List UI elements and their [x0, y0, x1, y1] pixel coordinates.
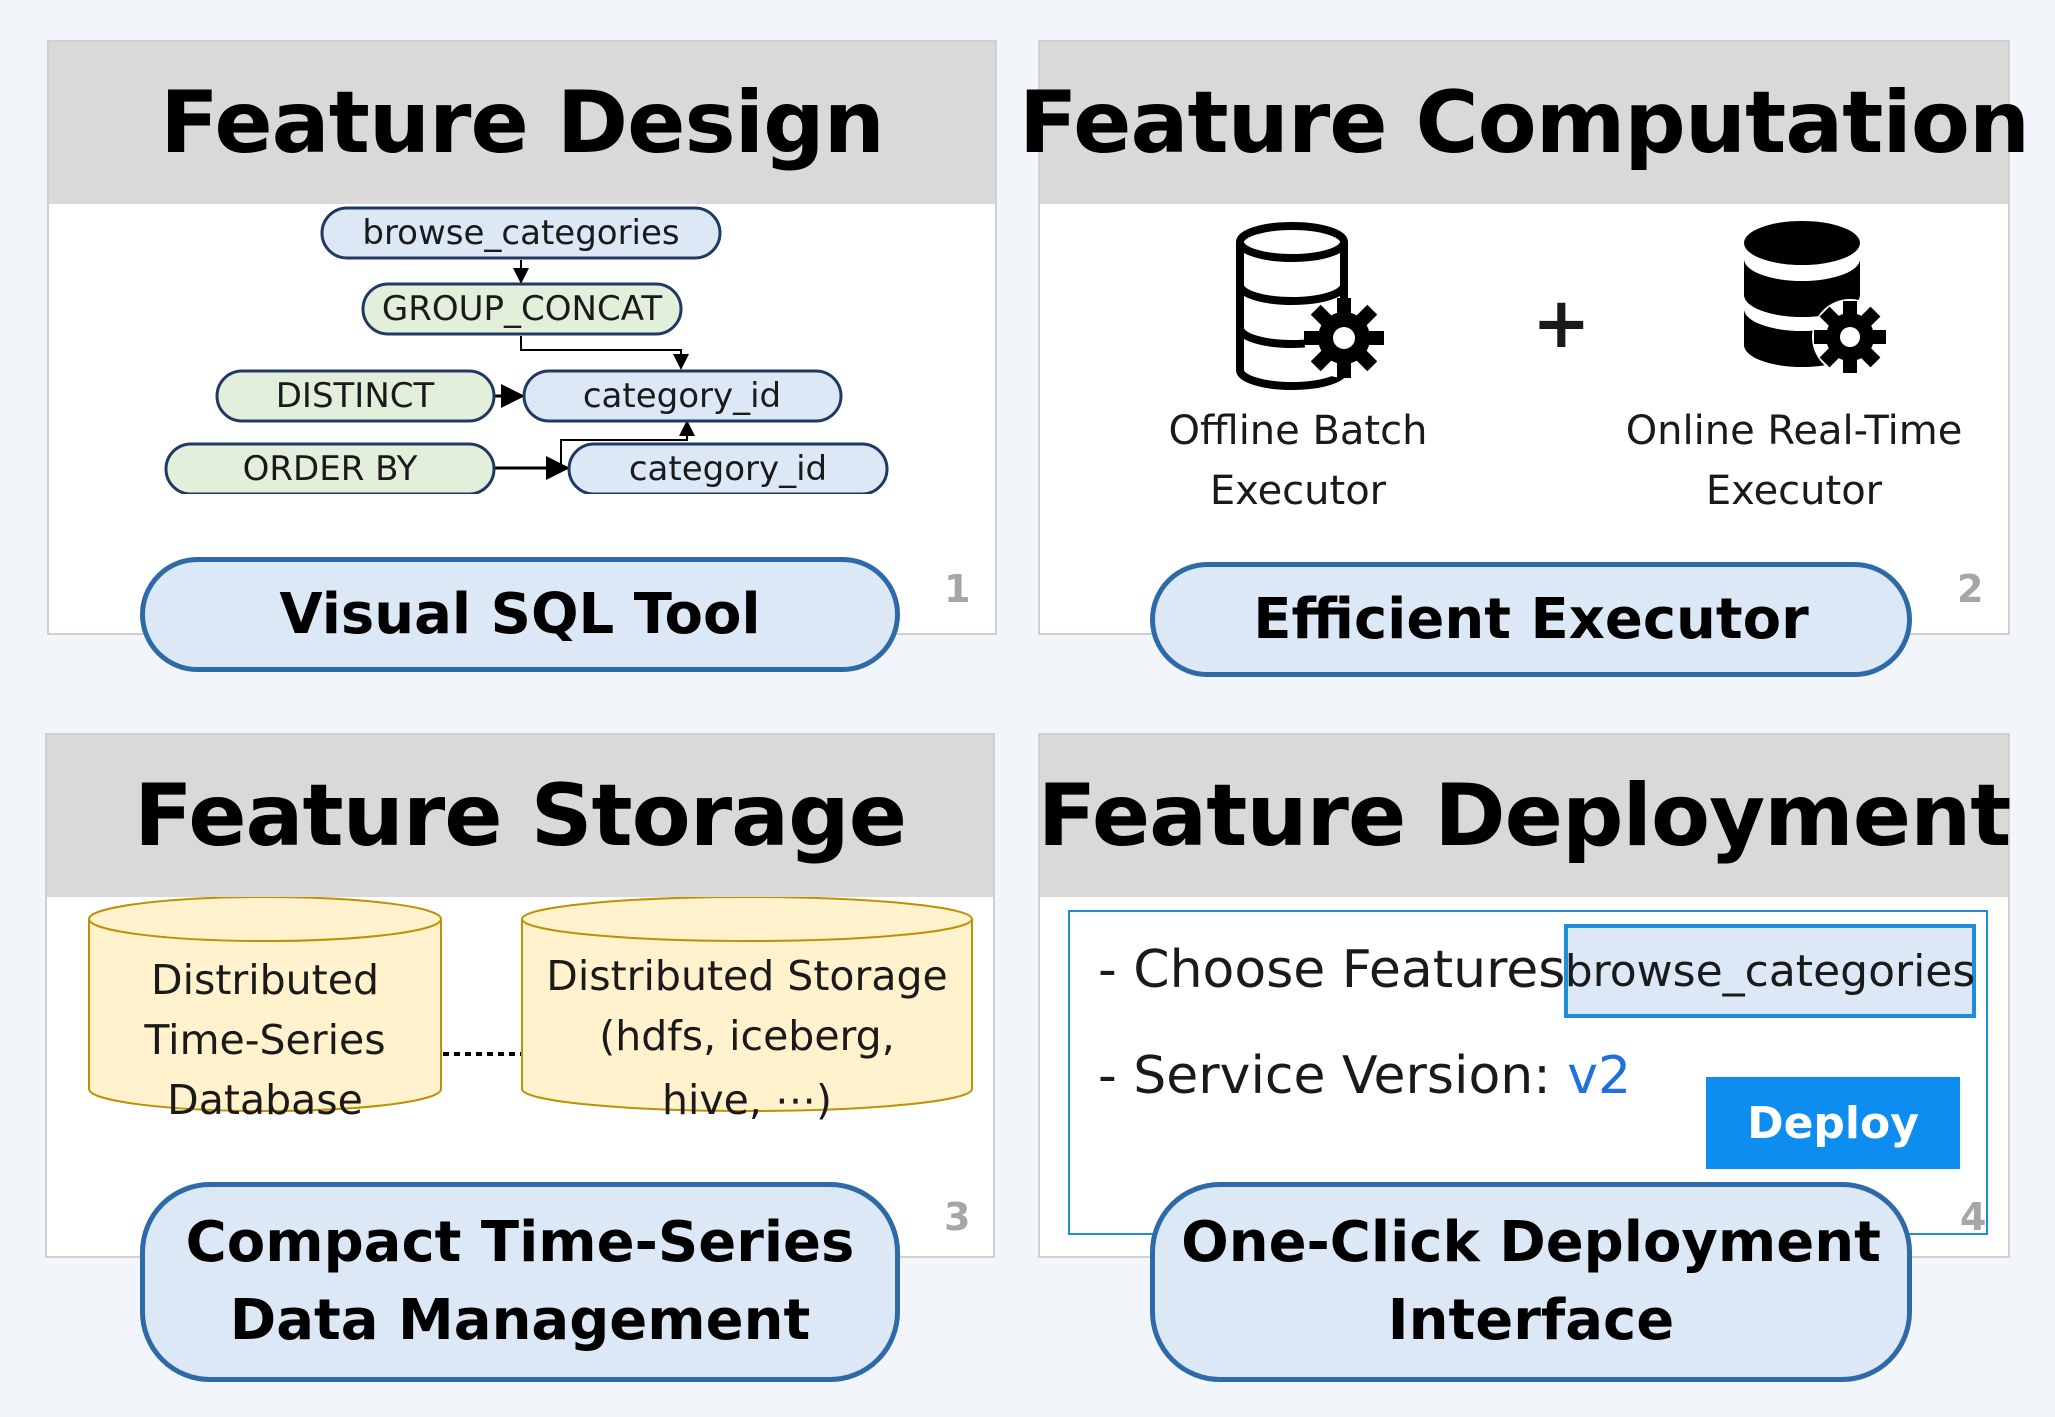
sql-node-category-id-2[interactable]: category_id	[567, 442, 889, 494]
plus-sign: +	[1532, 282, 1591, 364]
panel-feature-design: Feature Design browse_categories GROUP_C…	[47, 40, 997, 635]
offline-executor-label-2: Executor	[1210, 468, 1387, 514]
panel-title: Feature Design	[49, 42, 995, 204]
svg-text:(hdfs, iceberg,: (hdfs, iceberg,	[599, 1012, 894, 1060]
time-series-database-cylinder: Distributed Time-Series Database	[88, 897, 442, 1124]
svg-text:category_id: category_id	[629, 449, 827, 489]
sql-tool-diagram: browse_categories GROUP_CONCAT DISTINCT …	[164, 206, 889, 494]
sql-node-order-by[interactable]: ORDER BY	[164, 442, 496, 494]
sql-node-category-id-1[interactable]: category_id	[522, 369, 843, 423]
online-executor-label-1: Online Real-Time	[1626, 408, 1963, 454]
svg-text:Database: Database	[167, 1076, 363, 1124]
label-one-click-deployment: One-Click Deployment Interface	[1150, 1182, 1912, 1382]
sql-connectors	[494, 260, 695, 480]
choose-features-label: - Choose Features:	[1098, 940, 1583, 1000]
distributed-storage-cylinder: Distributed Storage (hdfs, iceberg, hive…	[521, 897, 973, 1124]
svg-text:hive, ⋯): hive, ⋯)	[662, 1076, 832, 1124]
panel-feature-storage: Feature Storage Distributed Time-Series …	[45, 733, 995, 1258]
panel-feature-deployment: Feature Deployment - Choose Features: br…	[1038, 733, 2011, 1258]
panel-title: Feature Computation	[1019, 42, 2030, 204]
panel-number: 4	[1960, 1195, 1987, 1239]
svg-text:GROUP_CONCAT: GROUP_CONCAT	[382, 289, 662, 329]
svg-text:category_id: category_id	[583, 376, 781, 416]
svg-text:browse_categories: browse_categories	[362, 213, 679, 253]
panel-number: 3	[944, 1195, 971, 1239]
panel-title: Feature Storage	[47, 735, 993, 897]
panel-feature-computation: Feature Computation +	[1019, 40, 2030, 635]
executor-labels: Offline Batch Executor Online Real-Time …	[1169, 408, 1963, 514]
label-visual-sql-tool: Visual SQL Tool	[140, 557, 900, 672]
svg-text:Distributed Storage: Distributed Storage	[546, 952, 947, 1000]
offline-executor-label-1: Offline Batch	[1169, 408, 1428, 454]
svg-text:ORDER BY: ORDER BY	[243, 449, 418, 489]
svg-text:Distributed: Distributed	[151, 956, 379, 1004]
label-efficient-executor: Efficient Executor	[1150, 562, 1912, 677]
online-executor-label-2: Executor	[1706, 468, 1883, 514]
deploy-button[interactable]: Deploy	[1706, 1077, 1960, 1169]
storage-diagram: Distributed Time-Series Database Distrib…	[88, 897, 973, 1124]
svg-text:Time-Series: Time-Series	[143, 1016, 385, 1064]
svg-text:DISTINCT: DISTINCT	[276, 376, 435, 416]
sql-node-browse-categories[interactable]: browse_categories	[320, 206, 722, 260]
features-select[interactable]: browse_categories	[1564, 924, 1976, 1018]
sql-node-group-concat[interactable]: GROUP_CONCAT	[361, 282, 683, 336]
service-version-value[interactable]: v2	[1567, 1046, 1632, 1106]
sql-node-distinct[interactable]: DISTINCT	[215, 369, 496, 423]
panel-number: 2	[1957, 567, 1984, 611]
service-version-label: - Service Version: v2	[1098, 1046, 1632, 1106]
panel-number: 1	[944, 567, 971, 611]
label-compact-time-series: Compact Time-Series Data Management	[140, 1182, 900, 1382]
database-gear-solid-icon	[1744, 221, 1888, 375]
database-gear-outline-icon	[1236, 222, 1384, 390]
deployment-form: - Choose Features: browse_categories - S…	[1068, 910, 1988, 1235]
panel-title: Feature Deployment	[1038, 735, 2011, 897]
